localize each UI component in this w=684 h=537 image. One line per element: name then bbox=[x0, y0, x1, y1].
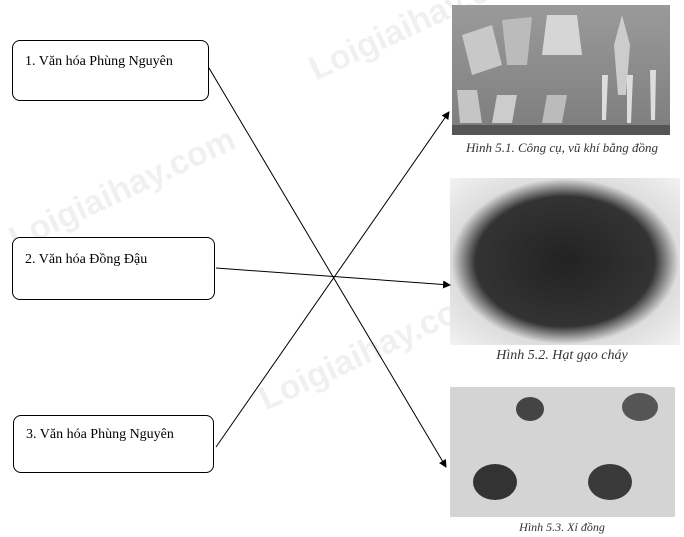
connector-arrow-2-to-2 bbox=[215, 267, 451, 289]
bronze-tools-image bbox=[452, 5, 670, 135]
copper-slag-image bbox=[450, 387, 675, 517]
culture-label: 1. Văn hóa Phùng Nguyên bbox=[25, 54, 173, 69]
figure-caption: Hình 5.2. Hạt gạo cháy bbox=[496, 348, 628, 363]
culture-label: 3. Văn hóa Phùng Nguyên bbox=[26, 427, 174, 442]
culture-box-1: 1. Văn hóa Phùng Nguyên bbox=[12, 40, 209, 101]
figure-caption: Hình 5.3. Xỉ đồng bbox=[519, 520, 605, 534]
culture-label: 2. Văn hóa Đồng Đậu bbox=[25, 252, 148, 267]
burnt-rice-image bbox=[450, 178, 680, 345]
connector-arrow-3-to-1 bbox=[215, 111, 450, 448]
connector-arrow-1-to-3 bbox=[208, 67, 447, 468]
culture-box-2: 2. Văn hóa Đồng Đậu bbox=[12, 237, 215, 300]
culture-box-3: 3. Văn hóa Phùng Nguyên bbox=[13, 415, 214, 473]
figure-caption: Hình 5.1. Công cụ, vũ khí bằng đồng bbox=[465, 140, 659, 155]
